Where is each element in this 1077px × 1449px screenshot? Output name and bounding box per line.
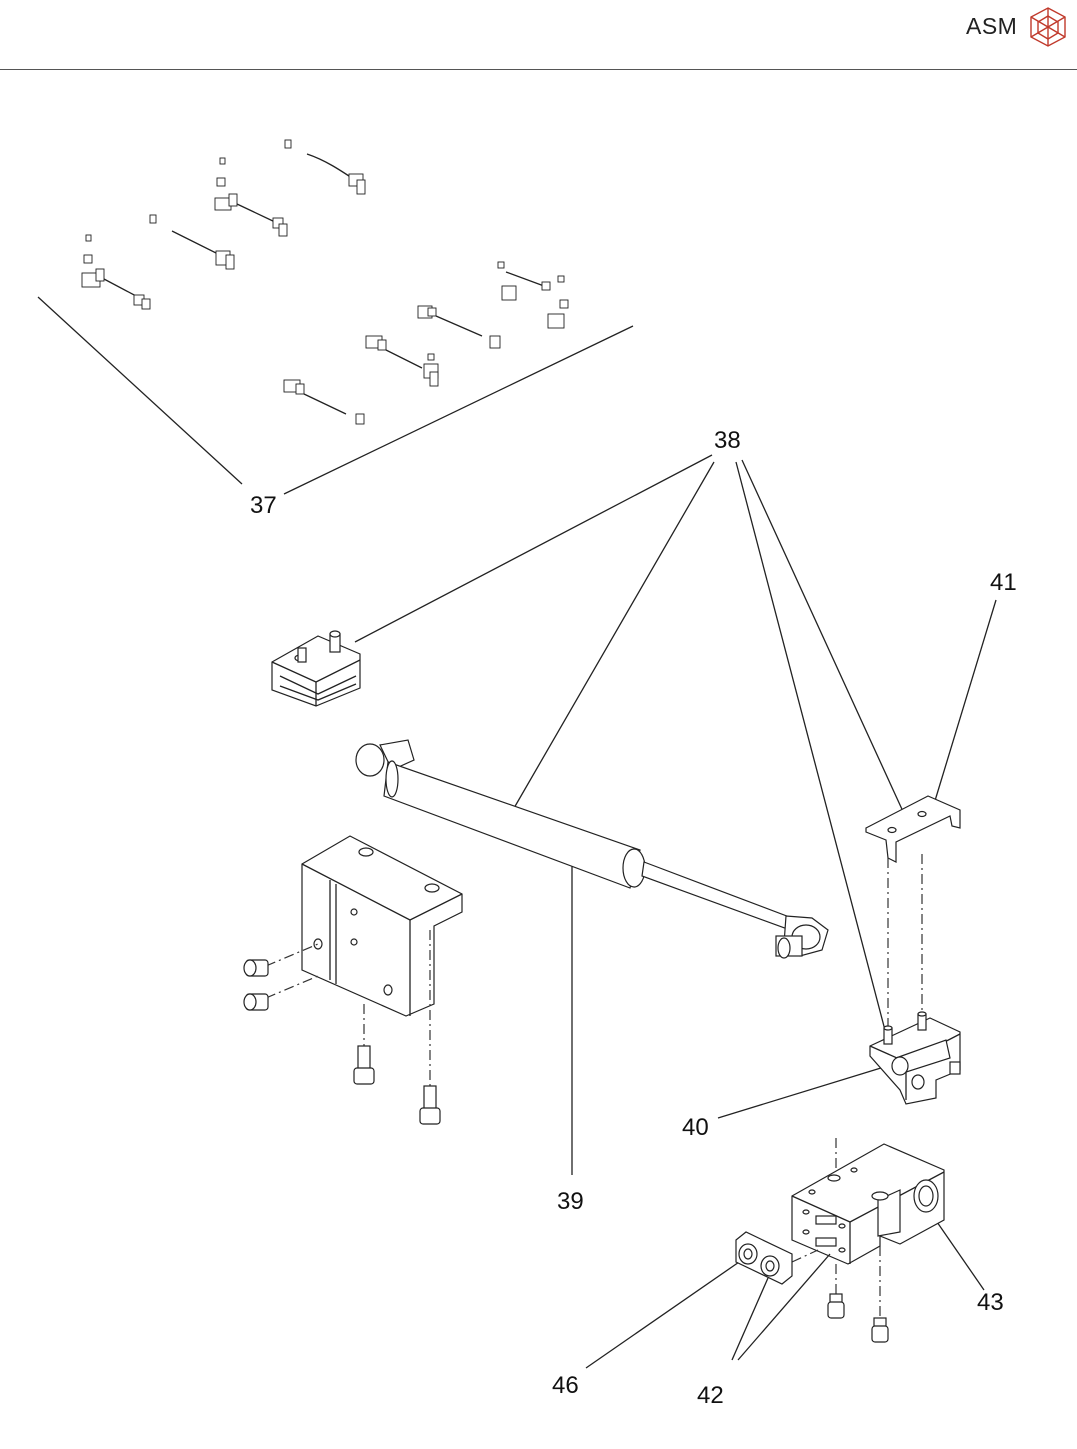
mounting-bracket xyxy=(244,836,462,1124)
callout-46: 46 xyxy=(552,1374,579,1398)
callout-42: 42 xyxy=(697,1384,724,1408)
part-42-46-roller-holder xyxy=(586,1232,830,1368)
callout-39: 39 xyxy=(557,1190,584,1214)
callout-41: 41 xyxy=(990,571,1017,595)
callout-37: 37 xyxy=(250,494,277,518)
callout-40: 40 xyxy=(682,1116,709,1140)
part-37-sensor-cable-set xyxy=(38,140,633,494)
callout-38: 38 xyxy=(714,429,741,453)
part-41-plate xyxy=(866,600,996,1030)
part-43-guide-block xyxy=(792,1138,984,1342)
part-40-mount-block xyxy=(718,1012,960,1118)
callout-43: 43 xyxy=(977,1291,1004,1315)
part-38-stop-block xyxy=(272,631,360,706)
